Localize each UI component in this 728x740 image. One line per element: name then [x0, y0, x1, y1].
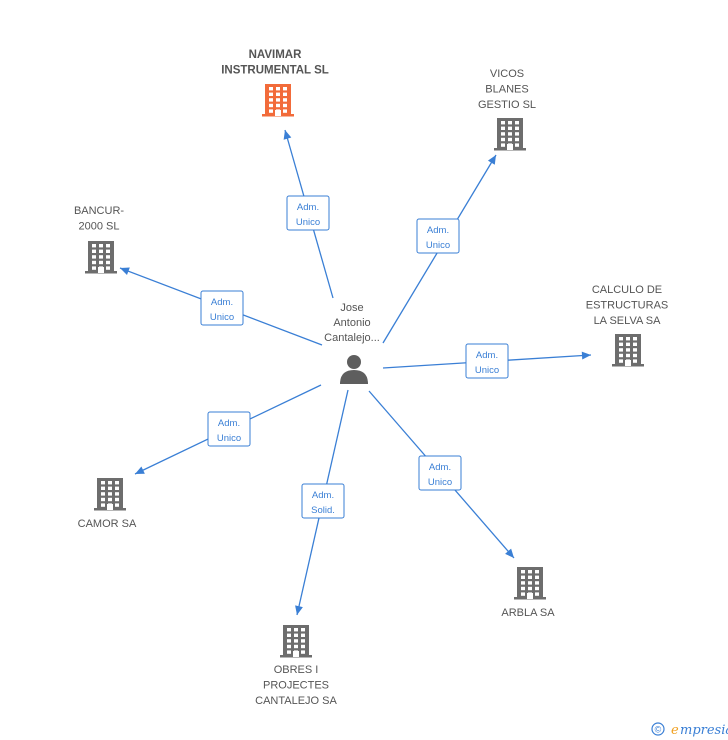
relation-text: Unico — [217, 433, 241, 444]
company-node-calculo[interactable]: CALCULO DE ESTRUCTURAS LA SELVA SA — [586, 284, 669, 367]
arrowhead — [581, 351, 591, 360]
arrowhead — [135, 466, 145, 474]
relation-badge-arbla[interactable]: Adm. Unico — [418, 455, 462, 491]
relation-text: Unico — [428, 477, 452, 488]
relation-badge-obres[interactable]: Adm. Solid. — [301, 483, 345, 519]
relation-badge-vicos[interactable]: Adm. Unico — [416, 218, 460, 254]
company-label[interactable]: ESTRUCTURAS — [586, 300, 669, 312]
person-icon[interactable] — [340, 355, 368, 384]
arrowhead — [120, 267, 130, 275]
company-node-obres[interactable]: OBRES I PROJECTES CANTALEJO SA — [255, 625, 338, 707]
relation-badge-navimar[interactable]: Adm. Unico — [286, 195, 330, 231]
relation-text: Unico — [426, 240, 450, 251]
company-node-bancur[interactable]: BANCUR- 2000 SL — [74, 205, 124, 274]
company-label[interactable]: CALCULO DE — [592, 284, 662, 296]
brand-name[interactable]: mpresia — [680, 723, 728, 738]
relation-text: Adm. — [211, 297, 233, 308]
person-label[interactable]: Antonio — [333, 317, 370, 329]
company-node-navimar[interactable]: NAVIMAR INSTRUMENTAL SL — [221, 49, 329, 117]
building-icon[interactable] — [280, 625, 312, 658]
relation-text: Adm. — [218, 418, 240, 429]
company-label[interactable]: PROJECTES — [263, 680, 329, 692]
company-label[interactable]: 2000 SL — [79, 221, 120, 233]
person-label[interactable]: Jose — [340, 302, 363, 314]
relation-text: Adm. — [476, 350, 498, 361]
relation-text: Solid. — [311, 505, 335, 516]
company-label[interactable]: BLANES — [485, 84, 528, 96]
arrowhead — [487, 155, 496, 165]
company-label[interactable]: INSTRUMENTAL SL — [221, 65, 329, 77]
arrowhead — [505, 548, 514, 558]
relation-text: Unico — [475, 365, 499, 376]
building-icon[interactable] — [612, 334, 644, 367]
company-label[interactable]: BANCUR- — [74, 205, 124, 217]
relation-badge-camor[interactable]: Adm. Unico — [207, 411, 251, 447]
company-label[interactable]: LA SELVA SA — [594, 315, 662, 327]
relation-text: Adm. — [429, 462, 451, 473]
center-person-node[interactable]: JoseAntonioCantalejo... — [324, 302, 380, 384]
copyright-symbol: © — [655, 725, 662, 735]
copyright-icon — [651, 722, 665, 736]
company-label[interactable]: CANTALEJO SA — [255, 695, 337, 707]
relations-layer: Adm.UnicoAdm.UnicoAdm.UnicoAdm.UnicoAdm.… — [200, 195, 509, 519]
company-label[interactable]: OBRES I — [274, 664, 319, 676]
company-node-arbla[interactable]: ARBLA SA — [501, 567, 555, 619]
building-icon[interactable] — [494, 118, 526, 151]
arrowhead — [295, 605, 303, 615]
person-label[interactable]: Cantalejo... — [324, 332, 380, 344]
empresia-logo-icon: e — [671, 723, 679, 738]
relation-text: Adm. — [312, 490, 334, 501]
company-label[interactable]: ARBLA SA — [501, 607, 555, 619]
building-icon[interactable] — [262, 84, 294, 117]
arrowhead — [283, 130, 292, 140]
company-node-camor[interactable]: CAMOR SA — [78, 478, 137, 530]
building-icon[interactable] — [514, 567, 546, 600]
relation-text: Unico — [296, 217, 320, 228]
relation-badge-bancur[interactable]: Adm. Unico — [200, 290, 244, 326]
relation-text: Adm. — [297, 202, 319, 213]
building-icon[interactable] — [85, 241, 117, 274]
building-icon[interactable] — [94, 478, 126, 511]
relation-text: Unico — [210, 312, 234, 323]
company-label[interactable]: VICOS — [490, 68, 524, 80]
company-node-vicos[interactable]: VICOS BLANES GESTIO SL — [478, 68, 536, 151]
company-label[interactable]: CAMOR SA — [78, 518, 137, 530]
relation-badge-calculo[interactable]: Adm. Unico — [465, 343, 509, 379]
nodes-layer: NAVIMAR INSTRUMENTAL SL VICOS BLANES GESTIO … — [74, 49, 668, 707]
relation-text: Adm. — [427, 225, 449, 236]
company-label[interactable]: NAVIMAR — [249, 49, 303, 61]
company-label[interactable]: GESTIO SL — [478, 99, 536, 111]
